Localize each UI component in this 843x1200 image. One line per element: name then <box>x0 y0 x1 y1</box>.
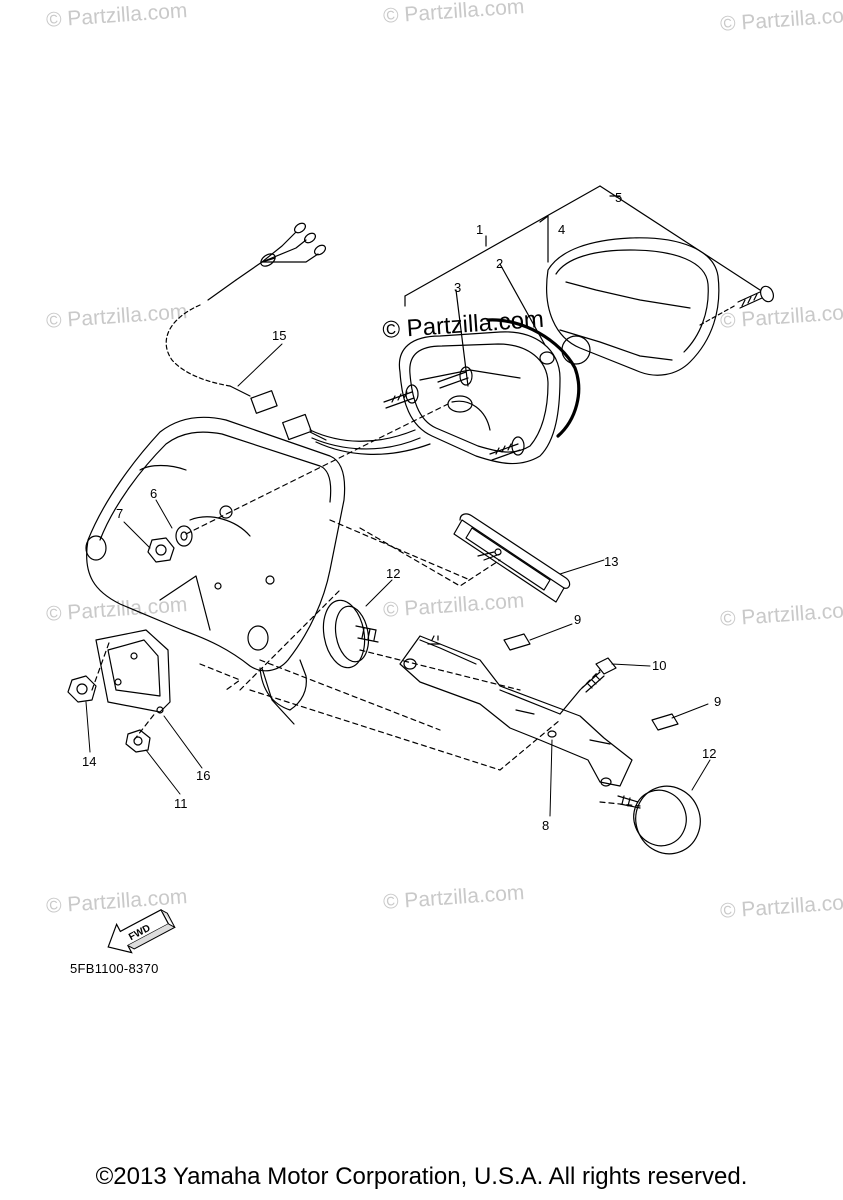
callout-9: 9 <box>574 612 581 627</box>
license-bracket <box>399 635 633 787</box>
callout-9: 9 <box>714 694 721 709</box>
callout-11: 11 <box>174 796 188 811</box>
callout-6: 6 <box>150 486 157 501</box>
housing-screw <box>699 285 775 326</box>
washer-6 <box>175 525 193 547</box>
callout-12: 12 <box>386 566 400 581</box>
callout-3: 3 <box>454 280 461 295</box>
license-light <box>453 513 571 603</box>
fwd-arrow-icon: FWD <box>107 908 176 954</box>
nut-7 <box>147 537 175 563</box>
tail-light-base <box>398 318 581 465</box>
callout-numbers: 1 2 3 4 5 6 7 8 9 9 10 11 12 12 13 14 15… <box>82 190 721 833</box>
callout-bracket-lines <box>404 185 761 387</box>
nut-11 <box>125 729 151 753</box>
callout-13: 13 <box>604 554 618 569</box>
callout-14: 14 <box>82 754 96 769</box>
callout-leaders <box>85 343 711 817</box>
rubber-pads <box>503 633 679 731</box>
reflector-right <box>617 785 701 855</box>
bolt <box>581 657 617 693</box>
callout-5: 5 <box>615 190 622 205</box>
featured-watermark: © Partzilla.com <box>382 306 545 344</box>
callout-7: 7 <box>116 506 123 521</box>
base-studs <box>383 366 525 461</box>
callout-15: 15 <box>272 328 286 343</box>
reflector-left <box>322 599 379 669</box>
plate-bracket <box>95 629 171 714</box>
construction-lines <box>91 403 641 807</box>
tail-light-housing <box>546 237 720 376</box>
callout-4: 4 <box>558 222 565 237</box>
callout-1: 1 <box>476 222 483 237</box>
callout-10: 10 <box>652 658 666 673</box>
wire-harness <box>165 222 431 455</box>
callout-12: 12 <box>702 746 716 761</box>
nut-14 <box>67 675 97 703</box>
copyright-notice: ©2013 Yamaha Motor Corporation, U.S.A. A… <box>95 1163 748 1190</box>
callout-8: 8 <box>542 818 549 833</box>
callout-16: 16 <box>196 768 210 783</box>
rear-fender <box>85 416 346 725</box>
callout-2: 2 <box>496 256 503 271</box>
diagram-code: 5FB1100-8370 <box>70 961 159 976</box>
